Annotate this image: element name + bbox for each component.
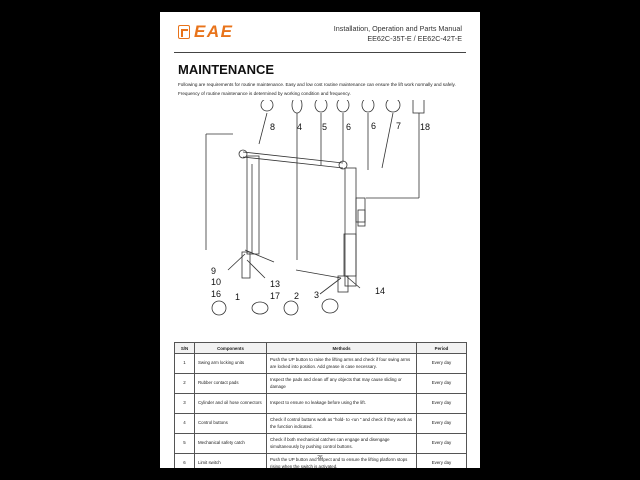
callout-13: 13 [270,279,280,289]
callout-6b: 6 [371,121,376,131]
callout-18: 18 [420,122,430,132]
callout-17: 17 [270,291,280,301]
callout-8: 8 [270,122,275,132]
cell-method: Inspect the pads and clean off any objec… [266,373,417,394]
detail-icon-6b [361,100,375,113]
table-row: 6 Limit switch Push the UP button and in… [174,453,467,468]
table-row: 4 Control buttons Check if control butto… [174,413,467,434]
lift-drawing [205,112,420,295]
manual-page: EAE Installation, Operation and Parts Ma… [160,12,480,468]
table-header-row: S/N Components Methods Period [174,342,467,354]
table-row: 5 Mechanical safety catch Check if both … [174,433,467,454]
eae-logo: EAE [178,22,233,42]
detail-icons-bottom [211,298,339,316]
document-title: Installation, Operation and Parts Manual… [334,24,462,44]
cell-period: Every day [416,393,467,414]
document-title-line2: EE62C-35T-E / EE62C-42T-E [367,34,462,43]
cell-period: Every day [416,373,467,394]
detail-icon-7 [385,100,401,113]
cell-method: Inspect to ensure no leakage before usin… [266,393,417,414]
callout-5: 5 [322,122,327,132]
detail-icon-1 [211,300,227,316]
cell-period: Every day [416,413,467,434]
cell-method: Check if both mechanical catches can eng… [266,433,417,454]
detail-icon-5 [314,100,328,113]
cell-sn: 5 [174,433,195,454]
header-methods: Methods [266,342,417,354]
cell-method: Check if control buttons work as "hold- … [266,413,417,434]
detail-icons-top [260,100,425,114]
detail-icon-14 [321,298,339,314]
callout-2: 2 [294,291,299,301]
callout-6a: 6 [346,122,351,132]
callout-9: 9 [211,266,216,276]
diagram-callouts: 8 4 5 6 6 7 18 9 10 16 1 13 17 2 3 14 [211,121,430,302]
detail-icon-2 [251,301,269,315]
detail-icon-4 [291,100,303,114]
page-header: EAE Installation, Operation and Parts Ma… [160,12,480,56]
cell-sn: 4 [174,413,195,434]
table-row: 2 Rubber contact pads Inspect the pads a… [174,373,467,394]
callout-16: 16 [211,289,221,299]
cell-component: Mechanical safety catch [194,433,267,454]
page-number: 26 [317,455,323,461]
document-title-line1: Installation, Operation and Parts Manual [333,24,462,33]
callout-4: 4 [297,122,302,132]
logo-text: EAE [194,22,234,41]
cell-sn: 1 [174,353,195,374]
cell-sn: 3 [174,393,195,414]
cell-period: Every day [416,433,467,454]
callout-3: 3 [314,290,319,300]
cell-component: Cylinder and oil hose connectors [194,393,267,414]
intro-paragraph: Following are requirements for routine m… [178,82,456,96]
table-row: 3 Cylinder and oil hose connectors Inspe… [174,393,467,414]
header-components: Components [194,342,267,354]
cell-method: Push the UP button to raise the lifting … [266,353,417,374]
callout-10: 10 [211,277,221,287]
detail-icon-18 [412,100,425,114]
cell-period: Every day [416,353,467,374]
cell-component: Rubber contact pads [194,373,267,394]
cell-component: Swing arm locking units [194,353,267,374]
detail-icon-3 [283,300,299,316]
detail-icon-8 [260,100,274,112]
section-title: MAINTENANCE [178,62,275,77]
callout-14: 14 [375,286,385,296]
detail-icon-6a [336,100,350,113]
cell-period: Every day [416,453,467,468]
callout-1: 1 [235,292,240,302]
cell-component: Control buttons [194,413,267,434]
header-divider [174,52,466,53]
callout-7: 7 [396,121,401,131]
logo-mark-icon [178,25,190,39]
header-period: Period [416,342,467,354]
maintenance-table: S/N Components Methods Period 1 Swing ar… [174,342,467,468]
cell-sn: 2 [174,373,195,394]
lift-maintenance-diagram: 8 4 5 6 6 7 18 9 10 16 1 13 17 2 3 14 [205,100,430,316]
maintenance-table-wrapper: S/N Components Methods Period 1 Swing ar… [174,342,467,468]
header-sn: S/N [174,342,195,354]
table-row: 1 Swing arm locking units Push the UP bu… [174,353,467,374]
